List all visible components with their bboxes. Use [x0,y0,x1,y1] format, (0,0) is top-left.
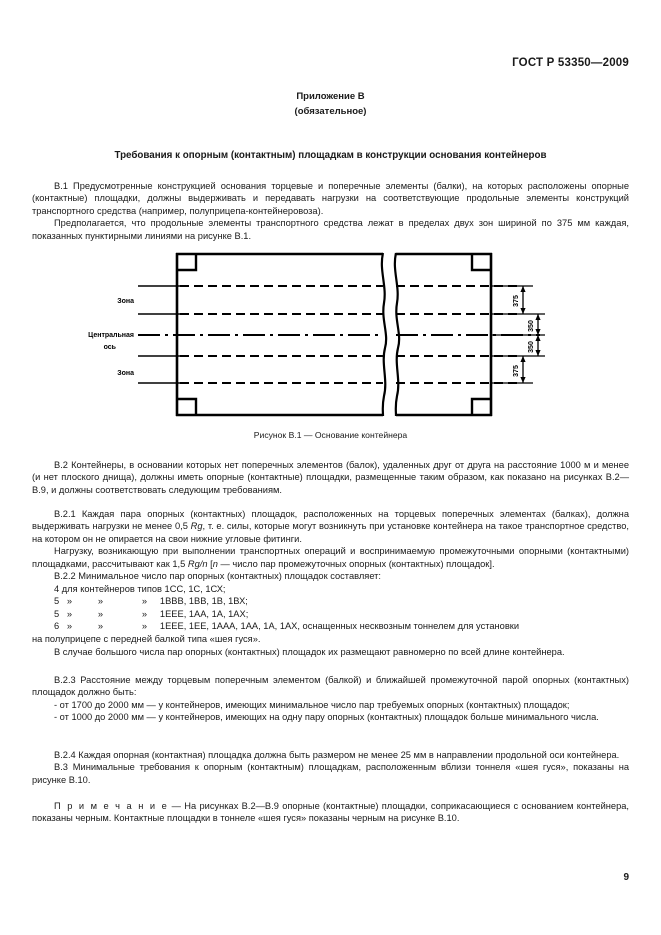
figure-b1: Зона Центральная ось Зона 375 350 350 37… [0,248,661,453]
paragraph-block-b22-after: В случае большого числа пар опорных (кон… [32,646,629,658]
appendix-heading: Приложение В (обязательное) [0,89,661,119]
paragraph-block-b22: В.2.2 Минимальное число пар опорных (кон… [32,570,629,582]
b21-formula-n: n [212,558,218,569]
type-list-row-4: 6 » » » 1ЕЕЕ, 1ЕЕ, 1ААА, 1АА, 1А, 1АХ, о… [54,621,520,632]
container-type-list: 4 для контейнеров типов 1СС, 1С, 1СХ; 5 … [32,583,629,645]
type-list-row-1: 4 для контейнеров типов 1СС, 1С, 1СХ; [54,584,226,594]
figure-label-zone-bottom: Зона [117,370,134,377]
type-list-row-2: 5 » » » 1ВВВ, 1ВВ, 1В, 1ВХ; [54,596,248,607]
b21-load-b: [ [207,558,213,569]
type-list-row-3: 5 » » » 1ЕЕЕ, 1АА, 1А, 1АХ; [54,608,249,619]
paragraph-b1: В.1 Предусмотренные конструкцией основан… [32,181,629,216]
figure-dimension-350-lower: 350 [528,341,535,353]
figure-dimension-375-bottom: 375 [513,365,520,377]
b21-text-b: , т. е. силы, которые могут возникнуть п… [32,521,629,544]
figure-label-zone-top: Зона [117,298,134,305]
paragraph-block-note: П р и м е ч а н и е — На рисунках В.2—В.… [32,800,629,825]
paragraph-block-b24-b3: В.2.4 Каждая опорная (контактная) площад… [32,749,629,786]
section-title: Требования к опорным (контактным) площад… [114,150,547,161]
note-label: П р и м е ч а н и е [54,801,169,811]
appendix-title: Приложение В [296,91,365,102]
paragraph-b22: В.2.2 Минимальное число пар опорных (кон… [54,571,382,581]
container-base-drawing: Зона Центральная ось Зона 375 350 350 37… [88,252,545,417]
figure-caption: Рисунок В.1 — Основание контейнера [253,430,408,440]
paragraph-b2: В.2 Контейнеры, в основании которых нет … [32,460,629,495]
figure-label-center-axis-line2: ось [104,344,117,351]
paragraph-block-b23: В.2.3 Расстояние между торцевым поперечн… [32,674,629,724]
paragraph-b21: В.2.1 Каждая пара опорных (контактных) п… [32,508,629,545]
paragraph-b23: В.2.3 Расстояние между торцевым поперечн… [32,675,629,698]
figure-dimension-350-upper: 350 [528,320,535,332]
paragraph-block-b1: В.1 Предусмотренные конструкцией основан… [32,180,629,242]
figure-dimension-375-top: 375 [513,295,520,307]
b21-formula-rgn: Rg/n [187,558,208,569]
paragraph-b21-load: Нагрузку, возникающую при выполнении тра… [32,545,629,570]
b21-load-a: Нагрузку, возникающую при выполнении тра… [32,546,629,569]
paragraph-block-b21: В.2.1 Каждая пара опорных (контактных) п… [32,508,629,570]
paragraph-b23-dash1: - от 1700 до 2000 мм — у контейнеров, им… [54,699,570,710]
page-header-standard-number: ГОСТ Р 53350—2009 [512,57,629,69]
b21-formula-rg: Rg [190,521,203,532]
paragraph-b23-dash2: - от 1000 до 2000 мм — у контейнеров, им… [54,712,599,723]
b21-load-c: — число пар промежуточных опорных (конта… [217,558,495,569]
figure-label-center-axis-line1: Центральная [88,332,134,339]
paragraph-note: П р и м е ч а н и е — На рисунках В.2—В.… [32,800,629,825]
page-number: 9 [623,872,629,883]
paragraph-b24: В.2.4 Каждая опорная (контактная) площад… [54,750,620,760]
type-list-row-4-continued: на полуприцепе с передней балкой типа «ш… [32,633,261,644]
appendix-subtitle: (обязательное) [294,106,367,117]
paragraph-block-b2: В.2 Контейнеры, в основании которых нет … [32,459,629,496]
paragraph-b3: В.3 Минимальные требования к опорным (ко… [32,762,629,785]
b21-text-a: В.2.1 Каждая пара опорных (контактных) п… [32,509,629,532]
paragraph-b1b: Предполагается, что продольные элементы … [32,218,629,241]
paragraph-b22-after: В случае большого числа пар опорных (кон… [54,647,565,657]
note-text: — На рисунках В.2—В.9 опорные (контактны… [32,801,629,824]
